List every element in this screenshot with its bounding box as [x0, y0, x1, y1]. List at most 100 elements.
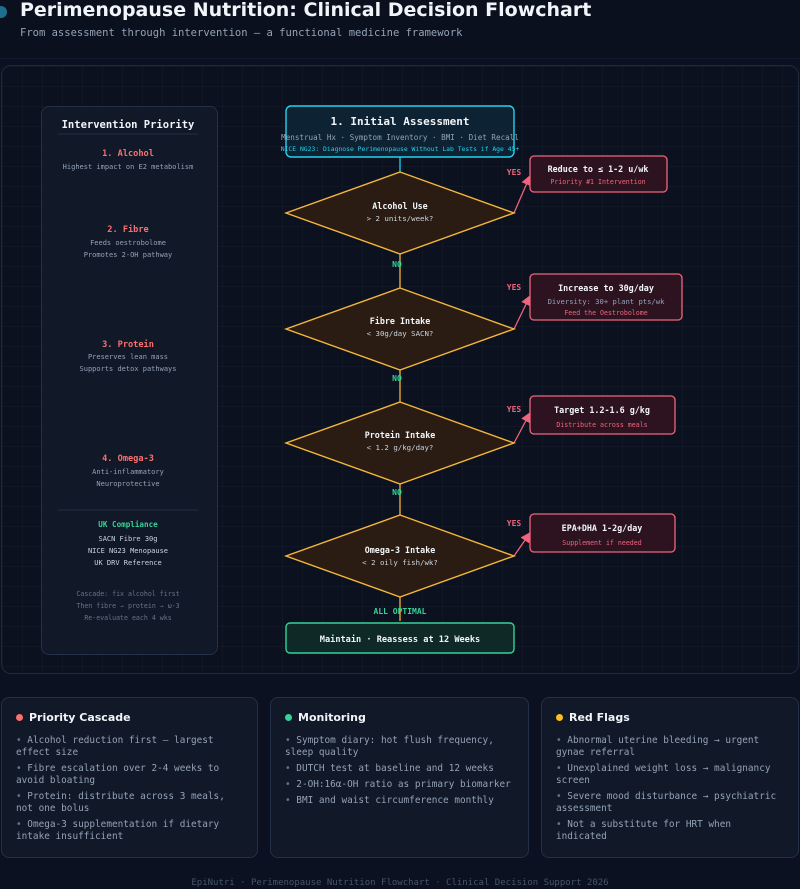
action-note: Distribute across meals — [556, 421, 647, 429]
compliance-line: NICE NG23 Menopause — [88, 547, 168, 555]
decision-criterion: < 1.2 g/kg/day? — [367, 443, 434, 452]
card-list: Alcohol reduction first — largest effect… — [16, 735, 243, 843]
decision-node-fibre: Fibre Intake < 30g/day SACN? YES NO — [283, 283, 521, 383]
compliance-line: SACN Fibre 30g — [98, 535, 157, 543]
decision-title: Fibre Intake — [370, 316, 431, 326]
card-priority-cascade: Priority Cascade Alcohol reduction first… — [1, 697, 258, 858]
decision-criterion: > 2 units/week? — [367, 214, 434, 223]
list-item: Symptom diary: hot flush frequency, slee… — [285, 735, 514, 759]
action-node-fibre: Increase to 30g/day Diversity: 30+ plant… — [529, 273, 683, 321]
decision-diamond — [283, 514, 517, 598]
priority-item-alcohol-line: Highest impact on E2 metabolism — [63, 163, 194, 171]
yes-connector — [513, 411, 531, 444]
action-node-omega3: EPA+DHA 1-2g/day Supplement if needed — [529, 513, 676, 553]
end-node-title: Maintain · Reassess at 12 Weeks — [320, 634, 480, 645]
action-title: Target 1.2-1.6 g/kg — [554, 405, 650, 415]
card-red-flags: Red Flags Abnormal uterine bleeding → ur… — [541, 697, 799, 858]
card-list: Abnormal uterine bleeding → urgent gynae… — [556, 735, 784, 843]
decision-diamond — [283, 287, 517, 371]
priority-item-omega3-title: 4. Omega-3 — [102, 454, 154, 464]
page-header: Perimenopause Nutrition: Clinical Decisi… — [0, 0, 800, 59]
intervention-priority-panel — [41, 106, 218, 655]
list-item: Unexplained weight loss → malignancy scr… — [556, 763, 784, 787]
priority-item-fibre-line: Feeds oestrobolome — [90, 239, 166, 247]
info-cards: Priority Cascade Alcohol reduction first… — [0, 697, 800, 860]
priority-item-protein-title: 3. Protein — [102, 339, 154, 350]
list-item: Abnormal uterine bleeding → urgent gynae… — [556, 735, 784, 759]
priority-item-protein-line: Preserves lean mass — [88, 353, 168, 361]
decision-criterion: < 2 oily fish/wk? — [362, 558, 438, 567]
list-item: DUTCH test at baseline and 12 weeks — [285, 763, 514, 775]
green-dot-icon — [285, 714, 292, 721]
red-dot-icon — [16, 714, 23, 721]
priority-item-omega3-line: Anti-inflammatory — [92, 468, 164, 476]
card-title-text: Priority Cascade — [29, 711, 131, 724]
page-footer: EpiNutri · Perimenopause Nutrition Flowc… — [191, 878, 609, 888]
action-note: Priority #1 Intervention — [550, 178, 645, 186]
list-item: Fibre escalation over 2-4 weeks to avoid… — [16, 763, 243, 787]
cascade-note-line: Cascade: fix alcohol first — [76, 590, 179, 598]
priority-item-omega3-line: Neuroprotective — [96, 480, 159, 488]
action-title: Reduce to ≤ 1-2 u/wk — [548, 164, 649, 174]
decision-title: Omega-3 Intake — [365, 545, 436, 555]
yes-label: YES — [507, 405, 522, 414]
decision-node-protein: Protein Intake < 1.2 g/kg/day? YES NO — [283, 401, 522, 497]
compliance-heading: UK Compliance — [98, 520, 158, 529]
list-item: Not a substitute for HRT when indicated — [556, 819, 784, 843]
decision-node-alcohol: Alcohol Use > 2 units/week? YES NO — [283, 168, 522, 269]
yes-connector — [513, 531, 531, 557]
decision-diamond — [283, 171, 517, 255]
start-node-title: 1. Initial Assessment — [330, 115, 469, 128]
page-subtitle: From assessment through intervention — a… — [20, 27, 463, 39]
decision-title: Protein Intake — [365, 430, 436, 440]
priority-item-protein-line: Supports detox pathways — [80, 365, 177, 373]
flow-connectors — [399, 157, 532, 621]
list-item: Omega-3 supplementation if dietary intak… — [16, 819, 243, 843]
card-list: Symptom diary: hot flush frequency, slee… — [285, 735, 514, 807]
list-item: 2-OH:16α-OH ratio as primary biomarker — [285, 779, 514, 791]
priority-item-fibre-line: Promotes 2-OH pathway — [84, 251, 173, 259]
cascade-note-line: Then fibre → protein → ω-3 — [76, 602, 179, 610]
action-box — [529, 273, 683, 321]
yes-connector — [513, 174, 532, 214]
all-optimal-label: ALL OPTIMAL — [374, 607, 427, 616]
priority-item-fibre-title: 2. Fibre — [107, 224, 148, 235]
action-node-alcohol: Reduce to ≤ 1-2 u/wk Priority #1 Interve… — [529, 155, 668, 193]
decision-title: Alcohol Use — [372, 201, 427, 211]
start-node-note: NICE NG23: Diagnose Perimenopause Withou… — [281, 145, 520, 153]
action-title: Increase to 30g/day — [558, 283, 654, 293]
start-node-box — [285, 105, 515, 158]
card-title: Monitoring — [285, 711, 514, 724]
action-box — [529, 513, 676, 553]
card-title-text: Red Flags — [569, 711, 630, 724]
action-line: Diversity: 30+ plant pts/wk — [548, 297, 666, 306]
no-label: NO — [392, 260, 402, 269]
no-label: NO — [392, 488, 402, 497]
decision-node-omega3: Omega-3 Intake < 2 oily fish/wk? YES ALL… — [283, 514, 521, 616]
priority-list: Intervention Priority 1. Alcohol Highest… — [58, 119, 198, 622]
list-item: Alcohol reduction first — largest effect… — [16, 735, 243, 759]
header-bullet-icon — [0, 6, 7, 18]
start-node: 1. Initial Assessment Menstrual Hx · Sym… — [281, 105, 520, 158]
list-item: Severe mood disturbance → psychiatric as… — [556, 791, 784, 815]
priority-item-alcohol-title: 1. Alcohol — [102, 149, 154, 159]
yes-connector — [513, 294, 531, 330]
no-label: NO — [392, 374, 402, 383]
card-title: Priority Cascade — [16, 711, 243, 724]
page-title: Perimenopause Nutrition: Clinical Decisi… — [20, 0, 592, 21]
card-monitoring: Monitoring Symptom diary: hot flush freq… — [270, 697, 529, 858]
end-node: Maintain · Reassess at 12 Weeks — [285, 622, 515, 654]
action-box — [529, 395, 676, 435]
priority-heading: Intervention Priority — [62, 119, 195, 131]
action-box — [529, 155, 668, 193]
cascade-note-line: Re-evaluate each 4 wks — [84, 614, 171, 622]
list-item: BMI and waist circumference monthly — [285, 795, 514, 807]
start-node-line: Menstrual Hx · Symptom Inventory · BMI ·… — [281, 133, 519, 142]
yes-label: YES — [507, 168, 522, 177]
action-title: EPA+DHA 1-2g/day — [562, 523, 643, 533]
action-node-protein: Target 1.2-1.6 g/kg Distribute across me… — [529, 395, 676, 435]
end-node-box — [285, 622, 515, 654]
yellow-dot-icon — [556, 714, 563, 721]
flowchart-canvas: Intervention Priority 1. Alcohol Highest… — [58, 105, 683, 654]
compliance-line: UK DRV Reference — [94, 559, 161, 567]
